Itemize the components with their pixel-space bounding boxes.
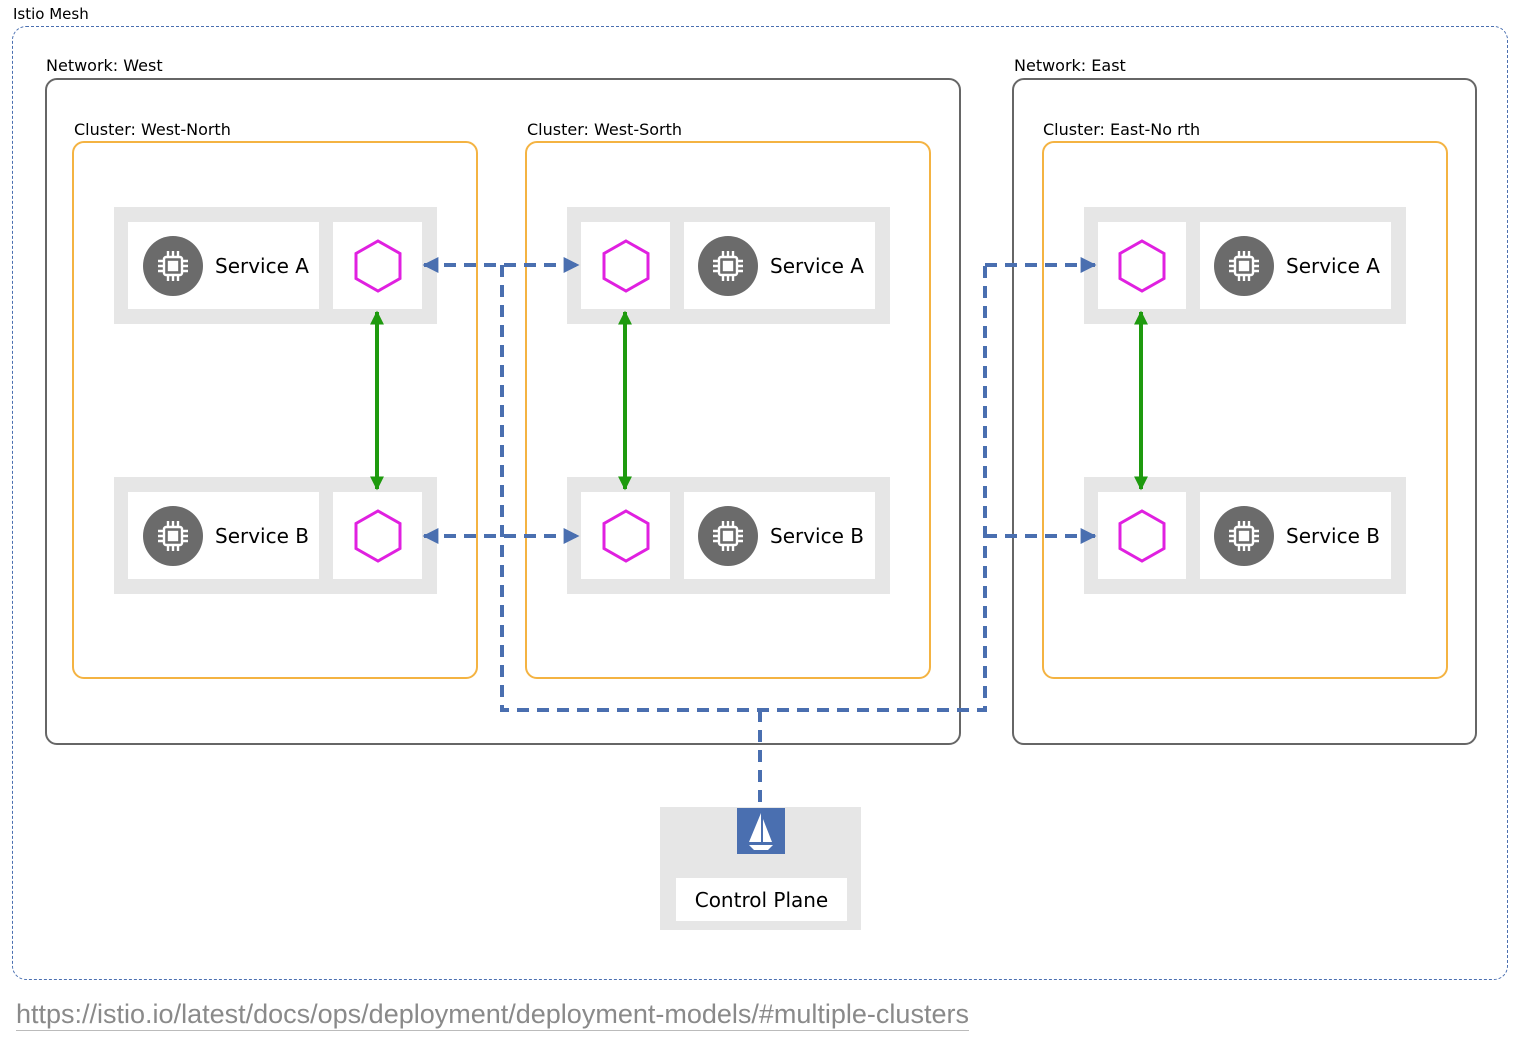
- istio-mesh-boundary: [12, 26, 1508, 980]
- cluster-west-north: [72, 141, 478, 679]
- sidecar-proxy[interactable]: [1098, 492, 1186, 579]
- network-east-label: Network: East: [1014, 56, 1126, 75]
- service-card[interactable]: Service B: [684, 492, 875, 579]
- sidecar-proxy[interactable]: [1098, 222, 1186, 309]
- hexagon-proxy-icon: [602, 238, 649, 293]
- network-east: [1012, 78, 1477, 745]
- cpu-chip-icon: [698, 505, 758, 566]
- mesh-label: Istio Mesh: [13, 5, 89, 23]
- service-name: Service A: [215, 253, 309, 278]
- service-card[interactable]: Service B: [1200, 492, 1391, 579]
- sidecar-proxy[interactable]: [581, 492, 670, 579]
- sidecar-proxy[interactable]: [333, 222, 422, 309]
- control-plane-path: [500, 265, 987, 712]
- sidecar-proxy[interactable]: [333, 492, 422, 579]
- sidecar-proxy[interactable]: [581, 222, 670, 309]
- cluster-west-north-label: Cluster: West-North: [74, 120, 231, 139]
- service-card[interactable]: Service A: [1200, 222, 1391, 309]
- control-plane-label: Control Plane: [676, 878, 847, 921]
- network-west-label: Network: West: [46, 56, 163, 75]
- service-name: Service B: [1286, 523, 1380, 548]
- hexagon-proxy-icon: [1118, 508, 1166, 563]
- cpu-chip-icon: [1214, 235, 1274, 296]
- service-name: Service B: [215, 523, 309, 548]
- cluster-west-sorth-label: Cluster: West-Sorth: [527, 120, 683, 139]
- cluster-east-north-label: Cluster: East-No rth: [1043, 120, 1201, 139]
- hexagon-proxy-icon: [602, 508, 649, 563]
- service-name: Service B: [770, 523, 864, 548]
- cpu-chip-icon: [143, 235, 203, 296]
- cluster-west-sorth: [525, 141, 931, 679]
- service-name: Service A: [1286, 253, 1380, 278]
- service-card[interactable]: Service A: [128, 222, 319, 309]
- cpu-chip-icon: [1214, 505, 1274, 566]
- cpu-chip-icon: [143, 505, 203, 566]
- istio-sail-icon: [737, 808, 785, 854]
- source-url[interactable]: https://istio.io/latest/docs/ops/deploym…: [16, 999, 969, 1031]
- hexagon-proxy-icon: [1118, 238, 1166, 293]
- service-card[interactable]: Service A: [684, 222, 875, 309]
- service-card[interactable]: Service B: [128, 492, 319, 579]
- network-west: [45, 78, 961, 745]
- cpu-chip-icon: [698, 235, 758, 296]
- hexagon-proxy-icon: [354, 508, 401, 563]
- hexagon-proxy-icon: [354, 238, 401, 293]
- cluster-east-north: [1042, 141, 1448, 679]
- service-name: Service A: [770, 253, 864, 278]
